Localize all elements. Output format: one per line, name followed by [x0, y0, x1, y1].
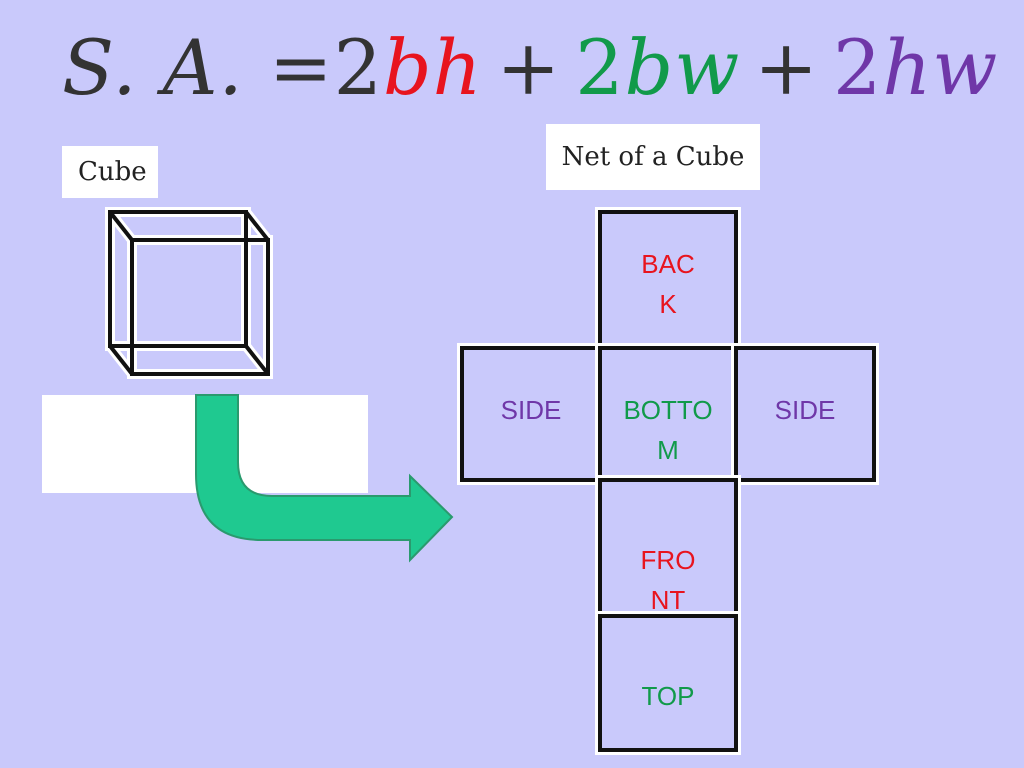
net-face-bottom-label: BOTTO M	[623, 395, 713, 465]
net-face-right-label: SIDE	[774, 395, 836, 425]
formula-equals: =	[268, 23, 334, 112]
net-label: Net of a Cube	[546, 124, 760, 190]
surface-area-formula: S. A. =2bh+2bw+2hw	[62, 18, 998, 118]
net-face-back-label: BAC K	[641, 249, 695, 319]
formula-lhs: S. A.	[62, 23, 244, 112]
net-face-top-label: TOP	[641, 681, 695, 711]
net-face-right-side: SIDE	[731, 343, 879, 485]
formula-term3-coef: 2	[832, 23, 883, 112]
net-face-bottom: BOTTO M	[595, 343, 741, 485]
formula-plus-2: +	[754, 23, 819, 112]
net-face-back: BAC K	[595, 207, 741, 353]
cube-label: Cube	[62, 146, 158, 198]
formula-term2-coef: 2	[575, 23, 625, 112]
net-face-left-label: SIDE	[500, 395, 562, 425]
wireframe-cube-icon	[105, 207, 273, 379]
formula-term2-vars: bw	[624, 23, 741, 112]
net-face-front-label: FRO NT	[640, 545, 696, 615]
formula-term1-coef: 2	[333, 23, 383, 112]
net-face-top: TOP	[595, 611, 741, 755]
net-face-front: FRO NT	[595, 475, 741, 621]
bent-arrow-icon	[195, 394, 454, 563]
net-face-left-side: SIDE	[457, 343, 605, 485]
formula-plus-1: +	[496, 23, 562, 112]
formula-term1-vars: bh	[382, 23, 483, 112]
formula-term3-vars: hw	[882, 23, 999, 112]
